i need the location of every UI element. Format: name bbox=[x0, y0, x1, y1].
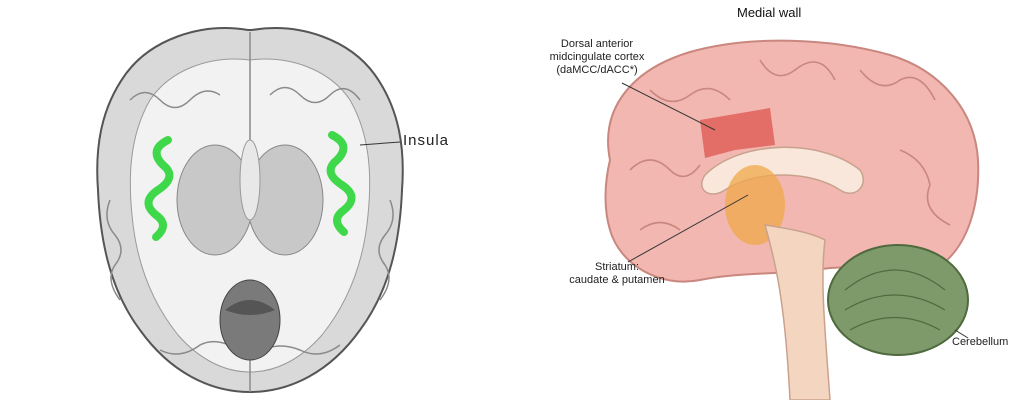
insula-label: Insula bbox=[403, 134, 449, 147]
cerebellum bbox=[828, 245, 968, 355]
dacc-label-line1: Dorsal anterior bbox=[536, 38, 658, 51]
medial-wall-panel: Medial wall Dorsal anterior midcingulate… bbox=[500, 0, 1024, 400]
figure-title: Medial wall bbox=[737, 6, 801, 19]
axial-brain-slice bbox=[0, 0, 500, 400]
dacc-label-line2: midcingulate cortex bbox=[536, 51, 658, 64]
brainstem bbox=[765, 225, 830, 400]
striatum-label-line1: Striatum: bbox=[552, 261, 682, 274]
dacc-label: Dorsal anterior midcingulate cortex (daM… bbox=[536, 38, 658, 77]
dacc-label-line3: (daMCC/dACC*) bbox=[536, 64, 658, 77]
striatum-label: Striatum: caudate & putamen bbox=[552, 261, 682, 287]
axial-slice-panel: Insula bbox=[0, 0, 500, 400]
cerebellum-label: Cerebellum bbox=[952, 336, 1008, 349]
striatum-label-line2: caudate & putamen bbox=[552, 274, 682, 287]
